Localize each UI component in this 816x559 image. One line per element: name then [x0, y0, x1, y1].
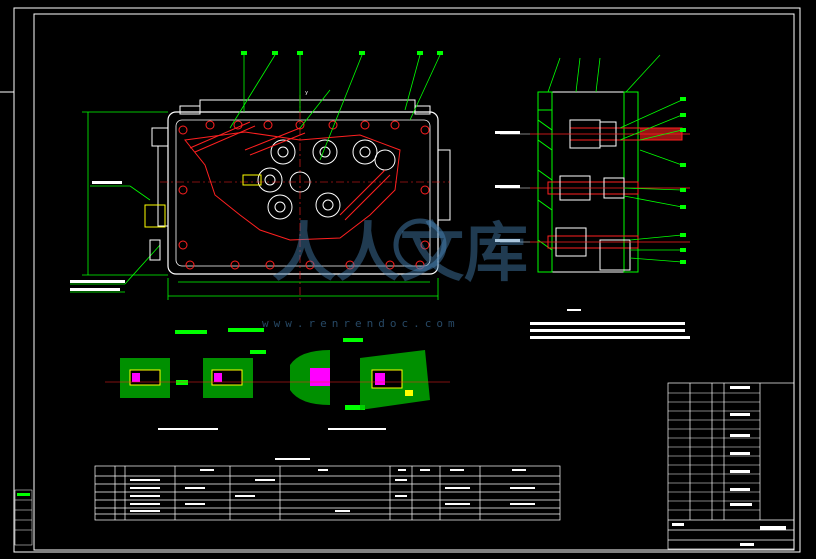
technical-notes [530, 309, 690, 339]
parts-list-table [94, 465, 561, 521]
dimension-labels [70, 131, 520, 460]
title-block [667, 382, 795, 550]
left-stamp [14, 489, 33, 546]
side-section-view [500, 54, 690, 273]
axis-y-label: y [305, 90, 308, 96]
section-details [105, 328, 450, 430]
main-housing-view [70, 51, 451, 300]
title-block-marks [672, 386, 786, 546]
drawing-frame [0, 7, 801, 553]
parts-list-text-marks [130, 469, 535, 512]
watermark-url: www.renrendoc.com [262, 317, 460, 330]
title-block-rows [668, 392, 760, 511]
